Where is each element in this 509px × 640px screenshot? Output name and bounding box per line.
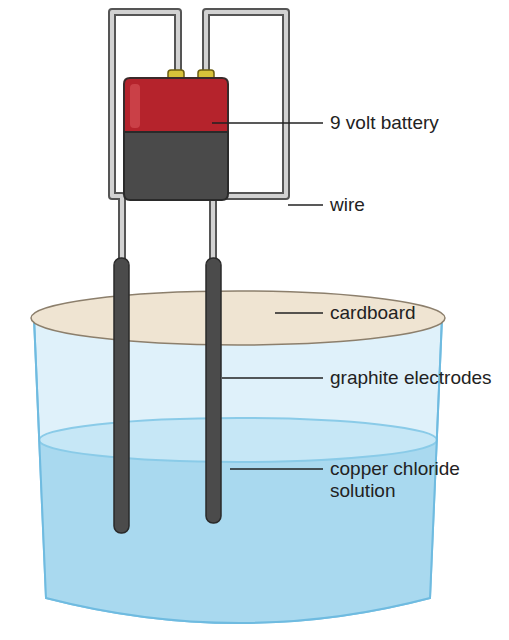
battery-label: 9 volt battery — [330, 112, 495, 134]
solution-surface — [39, 418, 437, 462]
wires — [112, 12, 286, 262]
graphite-electrodes — [114, 258, 221, 533]
leader-lines — [212, 123, 323, 469]
solution-label: copper chloride solution — [330, 458, 495, 502]
wire-label: wire — [330, 194, 495, 216]
cardboard-label: cardboard — [330, 302, 495, 324]
battery — [124, 70, 228, 200]
electrode-label: graphite electrodes — [330, 367, 495, 389]
